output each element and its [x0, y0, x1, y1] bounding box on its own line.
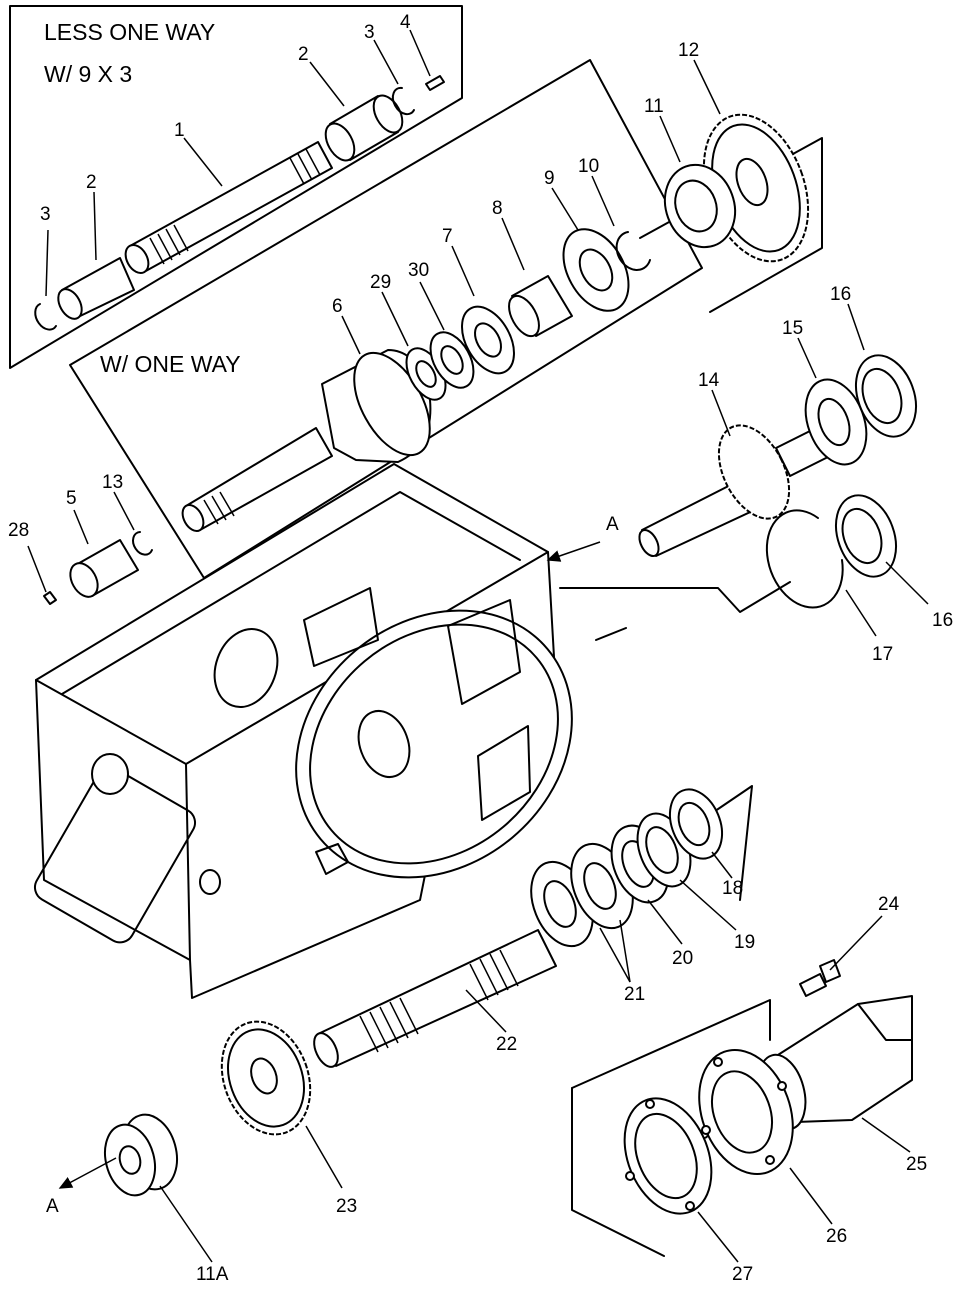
callout-27: 27: [732, 1264, 753, 1285]
part-11-bearing: [663, 163, 737, 249]
callout-28: 28: [8, 520, 29, 541]
callout-17: 17: [872, 644, 893, 665]
with-one-way-box: [69, 59, 703, 579]
callout-18: 18: [722, 878, 743, 899]
part-28-pin: [43, 591, 57, 605]
less-one-way-box: [9, 5, 463, 369]
part-30-race: [429, 331, 475, 389]
callout-16-lower: 16: [932, 610, 953, 631]
callout-5: 5: [66, 488, 77, 509]
callout-9: 9: [544, 168, 555, 189]
callout-24: 24: [878, 894, 900, 915]
callout-4: 4: [400, 12, 411, 33]
part-16-seal-upper: [855, 354, 917, 438]
part-5-sleeve: [69, 539, 139, 598]
part-9-bearing: [562, 228, 630, 312]
part-2-sleeve-lower: [57, 257, 135, 320]
box-titles: LESS ONE WAY W/ 9 X 3 W/ ONE WAY: [44, 19, 241, 377]
part-7-roller-clutch: [461, 305, 515, 375]
callout-29: 29: [370, 272, 391, 293]
callout-8: 8: [492, 198, 503, 219]
callout-14: 14: [698, 370, 720, 391]
callout-25: 25: [906, 1154, 927, 1175]
part-13-snap-ring: [132, 531, 153, 556]
callout-3-lower: 3: [40, 204, 51, 225]
part-11a-bearing: [104, 1113, 178, 1197]
part-10-snap-ring: [615, 231, 651, 271]
callout-2-upper: 2: [298, 44, 309, 65]
part-3-snap-ring-upper: [391, 86, 415, 116]
callout-2-lower: 2: [86, 172, 97, 193]
callout-10: 10: [578, 156, 599, 177]
part-23-gear: [220, 1020, 312, 1136]
reference-a-lower: A: [46, 1196, 59, 1217]
callout-13: 13: [102, 472, 123, 493]
callout-23: 23: [336, 1196, 357, 1217]
callout-21: 21: [624, 984, 645, 1005]
reference-a-upper: A: [606, 514, 619, 535]
title-9x3: W/ 9 X 3: [44, 61, 132, 87]
callout-3-upper: 3: [364, 22, 375, 43]
callout-1: 1: [174, 120, 185, 141]
callout-labels: 1 2 2 3 3 4 5 6 7 8 9 10 11 12 13 14 15 …: [8, 12, 953, 1285]
callout-6: 6: [332, 296, 343, 317]
part-27-gasket: [623, 1097, 713, 1215]
callout-30: 30: [408, 260, 429, 281]
part-14-pinion-shaft: [638, 424, 835, 557]
title-less-one-way: LESS ONE WAY: [44, 19, 215, 45]
part-3-snap-ring-lower: [34, 303, 57, 331]
callout-26: 26: [826, 1226, 847, 1247]
callout-7: 7: [442, 226, 453, 247]
part-17-snap-ring: [765, 509, 844, 609]
title-with-one-way: W/ ONE WAY: [100, 351, 241, 377]
part-8-hub: [508, 275, 573, 338]
callout-12: 12: [678, 40, 699, 61]
part-18-seal: [668, 788, 724, 860]
callout-19: 19: [734, 932, 755, 953]
callout-22: 22: [496, 1034, 517, 1055]
transmission-housing: [33, 463, 573, 999]
part-22-output-shaft: [313, 929, 557, 1068]
part-2-sleeve-upper: [324, 94, 404, 162]
callout-15: 15: [782, 318, 803, 339]
part-16-seal-lower: [835, 494, 897, 578]
part-15-bearing: [804, 378, 868, 466]
callout-11a: 11A: [196, 1264, 229, 1285]
callout-11: 11: [644, 96, 664, 117]
callout-16-upper: 16: [830, 284, 851, 305]
leader-lines: [27, 29, 929, 1263]
callout-20: 20: [672, 948, 693, 969]
part-1-shaft: [124, 141, 333, 274]
part-4-pin: [425, 75, 445, 91]
